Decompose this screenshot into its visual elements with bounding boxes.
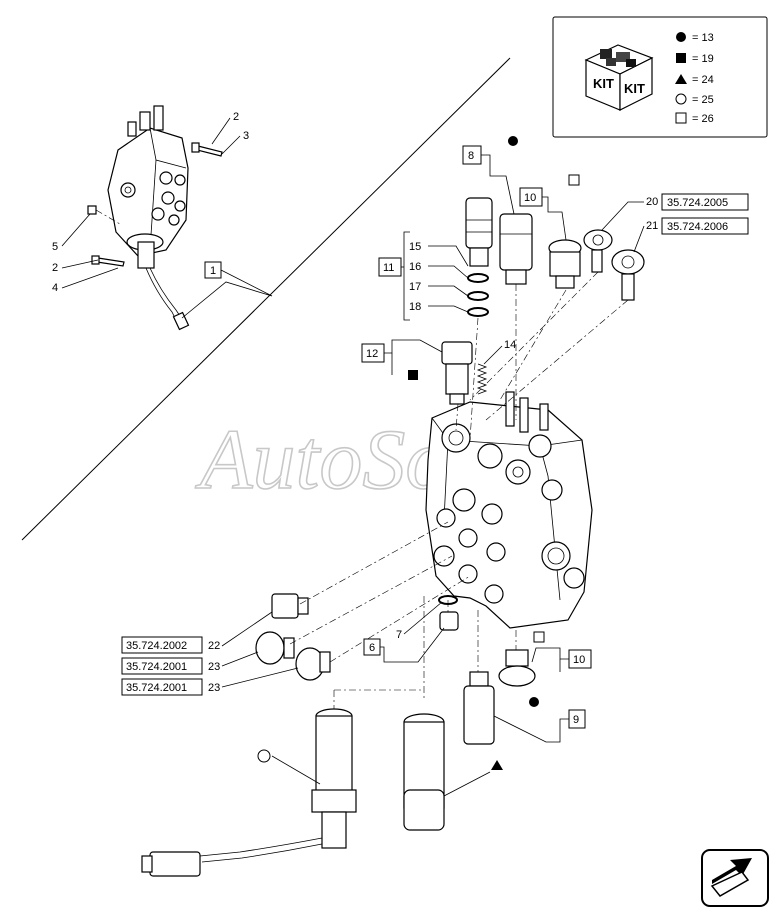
callout-22: 22 <box>208 640 220 652</box>
kit-icon-label-right: KIT <box>624 81 645 96</box>
o-ring-18 <box>467 307 489 317</box>
kit-icon-label-left: KIT <box>593 76 614 91</box>
callout-23-b: 23 <box>208 682 220 694</box>
plug-22 <box>271 593 309 619</box>
reference-35-724-2001-a: 35.724.2001 <box>126 661 187 673</box>
sensor-21 <box>611 249 645 301</box>
legend-entry-19: = 19 <box>692 53 714 65</box>
callout-5: 5 <box>52 241 58 253</box>
callout-7: 7 <box>396 629 402 641</box>
callout-21: 21 <box>646 220 658 232</box>
callout-10-top: 10 <box>524 192 536 204</box>
plug-10-bottom <box>498 649 536 687</box>
o-ring-17 <box>467 291 489 301</box>
callout-3: 3 <box>243 130 249 142</box>
assembly-lines-bottom <box>289 521 517 710</box>
open-circle-icon <box>675 93 687 105</box>
callout-2-lower: 2 <box>52 262 58 274</box>
leader-1 <box>181 269 273 319</box>
callout-20: 20 <box>646 196 658 208</box>
callout-1: 1 <box>210 265 216 277</box>
ref-box-23-a <box>121 657 203 675</box>
reference-35-724-2006: 35.724.2006 <box>667 221 728 233</box>
main-valve-body <box>425 391 593 629</box>
plug-8 <box>499 213 533 285</box>
reference-35-724-2001-b: 35.724.2001 <box>126 682 187 694</box>
plug-23-a <box>255 631 295 665</box>
filled-square-icon <box>676 53 686 63</box>
spring-14 <box>476 363 488 395</box>
ref-box-23-b <box>121 678 203 696</box>
legend-entry-24: = 24 <box>692 74 714 86</box>
plug-6 <box>439 611 459 631</box>
relief-valve-cartridge-15 <box>465 197 493 267</box>
callout-15: 15 <box>409 241 421 253</box>
reference-35-724-2005: 35.724.2005 <box>667 197 728 209</box>
callout-9: 9 <box>573 714 579 726</box>
callout-17: 17 <box>409 281 421 293</box>
legend-entry-13: = 13 <box>692 32 714 44</box>
legend-entry-26: = 26 <box>692 113 714 125</box>
filled-circle-icon <box>508 136 518 146</box>
ref-box-22 <box>121 636 203 654</box>
callout-2-upper: 2 <box>233 111 239 123</box>
open-circle-icon <box>257 749 271 763</box>
filled-circle-icon <box>676 32 686 42</box>
callout-14: 14 <box>504 339 516 351</box>
plug-9 <box>463 671 495 745</box>
sensor-20 <box>583 229 613 273</box>
callout-10-bottom: 10 <box>573 654 585 666</box>
callout-12: 12 <box>366 348 378 360</box>
legend-entry-25: = 25 <box>692 94 714 106</box>
solenoid-coil-open-circle <box>141 708 357 877</box>
callout-18: 18 <box>409 301 421 313</box>
valve-cartridge-12 <box>441 341 473 405</box>
open-square-icon <box>533 631 545 643</box>
next-page-arrow-icon[interactable] <box>701 849 769 907</box>
ref-box-20 <box>661 193 749 211</box>
plug-10-top <box>548 239 582 289</box>
callout-6: 6 <box>369 642 375 654</box>
plug-23-b <box>295 647 331 681</box>
open-square-icon <box>568 174 580 186</box>
callout-4: 4 <box>52 282 58 294</box>
callout-23-a: 23 <box>208 661 220 673</box>
solenoid-coil-triangle <box>403 713 445 831</box>
filled-triangle-icon <box>491 760 503 770</box>
open-square-icon <box>675 112 687 124</box>
callout-8: 8 <box>468 150 474 162</box>
callout-16: 16 <box>409 261 421 273</box>
o-ring-16 <box>467 273 489 283</box>
reference-35-724-2002: 35.724.2002 <box>126 640 187 652</box>
assembly-lines-top <box>455 271 629 441</box>
kit-box-icon: KIT KIT <box>584 44 654 111</box>
callout-11: 11 <box>383 262 394 274</box>
section-divider-line <box>21 57 511 541</box>
filled-circle-icon <box>529 697 539 707</box>
filled-triangle-icon <box>675 74 687 84</box>
valve-assembly-overview <box>87 105 223 331</box>
kit-legend: KIT KIT = 13 = 19 = 24 = 25 = 26 <box>552 16 768 138</box>
ref-box-21 <box>661 217 749 235</box>
filled-square-icon <box>408 370 418 380</box>
